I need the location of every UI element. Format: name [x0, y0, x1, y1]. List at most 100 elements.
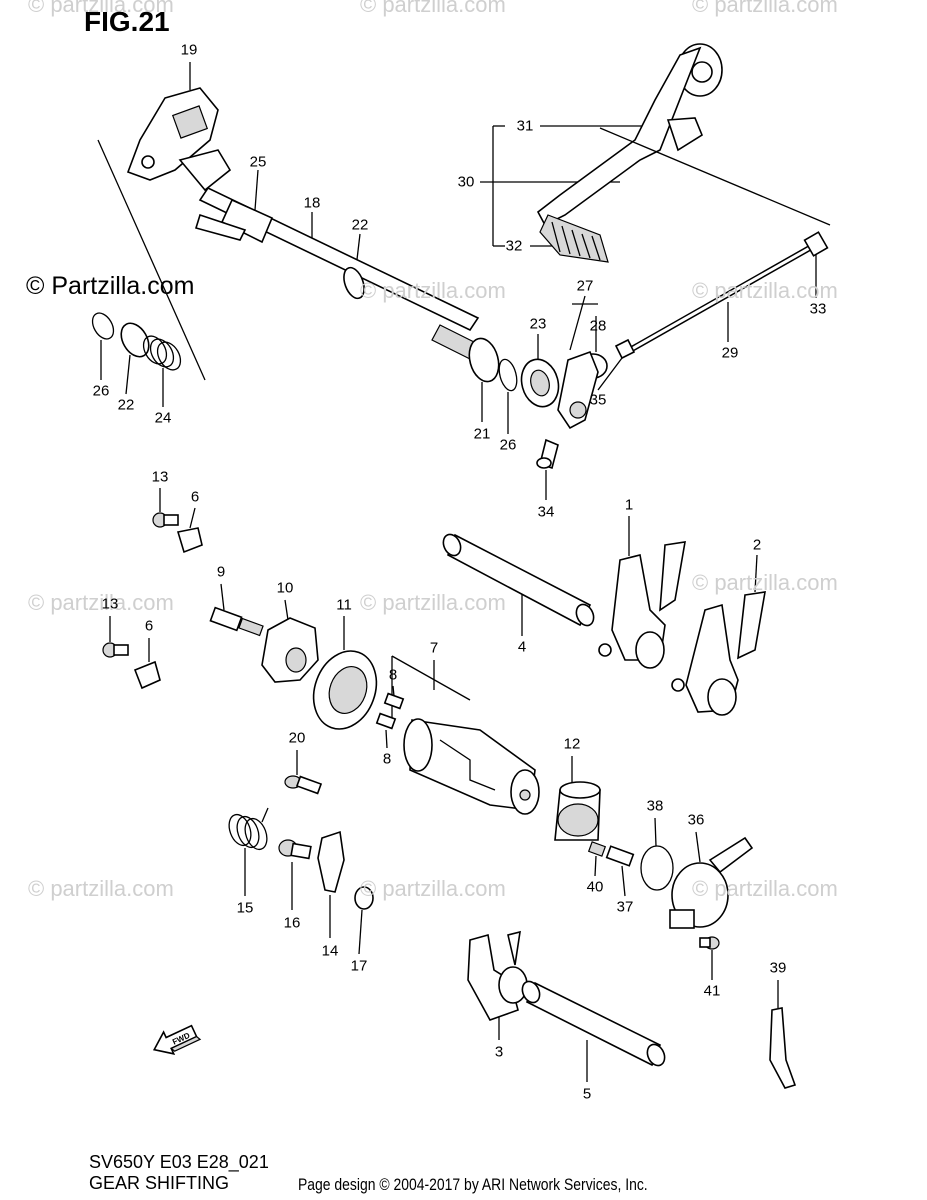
shift-fork-2: [671, 591, 766, 716]
callout-15: 15: [236, 899, 254, 917]
shift-fork-1: [598, 541, 686, 669]
callout-26: 26: [92, 382, 110, 400]
watermark-row2-center: © partzilla.com: [360, 590, 506, 615]
bolt-34: [536, 438, 559, 470]
callout-21: 21: [473, 425, 491, 443]
shift-rod-29: [614, 231, 829, 360]
leader-17: [358, 909, 363, 955]
pin-8-upper: [383, 692, 405, 710]
watermark-row2-left: © partzilla.com: [28, 590, 174, 615]
watermark-row2-right: © partzilla.com: [692, 570, 838, 595]
callout-33: 33: [809, 300, 827, 318]
callout-8: 8: [382, 750, 392, 768]
callout-24: 24: [154, 409, 172, 427]
callout-13: 13: [151, 468, 169, 486]
callout-2: 2: [752, 536, 762, 554]
bolt-16: [278, 839, 312, 860]
bolt-13-upper: [152, 512, 179, 528]
watermark-row3-left: © partzilla.com: [28, 876, 174, 901]
callout-6: 6: [144, 617, 154, 635]
callout-22: 22: [351, 216, 369, 234]
leader-25: [254, 169, 259, 211]
callout-38: 38: [646, 797, 664, 815]
callout-7: 7: [429, 639, 439, 657]
callout-11: 11: [336, 596, 352, 614]
gearshift-pedal-30: [536, 43, 723, 227]
leader-22: [125, 354, 131, 395]
diagram-code: SV650Y E03 E28_021: [89, 1152, 269, 1172]
pin-8-lower: [375, 712, 397, 730]
callout-35: 35: [589, 391, 607, 409]
washer-17: [354, 886, 374, 910]
watermark-mid-right: © partzilla.com: [692, 278, 838, 303]
pin-37: [605, 845, 635, 867]
spring-24: [142, 335, 182, 371]
callout-3: 3: [494, 1043, 504, 1061]
leader-27: [569, 295, 586, 351]
washer-21: [468, 337, 500, 383]
callout-20: 20: [288, 729, 306, 747]
gearshift-shaft-18: [194, 186, 481, 361]
pin-9: [209, 606, 264, 637]
callout-19: 19: [180, 41, 198, 59]
shift-fork-3: [467, 930, 528, 1021]
callout-9: 9: [216, 563, 226, 581]
section-title: GEAR SHIFTING: [89, 1173, 230, 1193]
pedal-rubber-32: [539, 214, 609, 263]
circlip-26-left: [91, 312, 115, 340]
plate-6-lower: [133, 660, 161, 690]
leader-2: [754, 554, 758, 593]
leader-37: [621, 865, 626, 897]
callout-29: 29: [721, 344, 739, 362]
cam-gear-10: [261, 617, 319, 683]
bolt-13-lower: [102, 642, 129, 658]
washer-22-upper: [343, 266, 365, 300]
circlip-26-upper: [498, 358, 518, 392]
callout-1: 1: [624, 496, 634, 514]
callout-25: 25: [249, 153, 267, 171]
callout-28: 28: [589, 317, 607, 335]
bearing-11: [312, 650, 378, 730]
leader-40: [594, 855, 597, 877]
callout-31: 31: [516, 117, 534, 135]
callout-27: 27: [576, 277, 594, 295]
plate-6-upper: [176, 527, 203, 554]
shift-lever-19: [126, 87, 232, 192]
leader-lines: [100, 62, 817, 1082]
watermark-row3-center: © partzilla.com: [360, 876, 506, 901]
leader-38: [654, 817, 657, 847]
o-ring-38: [640, 845, 674, 891]
callout-34: 34: [537, 503, 555, 521]
gear-position-switch-36: [669, 836, 754, 929]
watermark-top-right: © partzilla.com: [692, 0, 838, 17]
fwd-arrow-icon: FWD: [152, 1024, 202, 1055]
spring-15: [228, 807, 269, 851]
pin-20: [284, 775, 323, 795]
callout-4: 4: [517, 638, 527, 656]
partzilla-watermark: © Partzilla.com: [26, 272, 195, 300]
leader-10: [284, 599, 289, 621]
watermark-row3-right: © partzilla.com: [692, 876, 838, 901]
spring-40: [587, 841, 607, 857]
callout-23: 23: [529, 315, 547, 333]
fork-shaft-5: [521, 980, 666, 1067]
callout-26: 26: [499, 436, 517, 454]
screw-41: [699, 936, 720, 950]
leader-9: [220, 583, 225, 611]
figure-title: FIG.21: [84, 6, 170, 37]
leader-8: [385, 729, 388, 749]
callout-18: 18: [303, 194, 321, 212]
callout-22: 22: [117, 396, 135, 414]
gearshift-cam-7: [403, 718, 540, 815]
leader-6: [189, 507, 196, 529]
callout-10: 10: [276, 579, 294, 597]
watermark-mid-center: © partzilla.com: [360, 278, 506, 303]
callout-17: 17: [350, 957, 368, 975]
callout-5: 5: [582, 1085, 592, 1103]
callout-32: 32: [505, 237, 523, 255]
callout-37: 37: [616, 898, 634, 916]
callout-30: 30: [457, 173, 475, 191]
watermark-top-center: © partzilla.com: [360, 0, 506, 17]
callout-12: 12: [563, 735, 581, 753]
page-credit: Page design © 2004-2017 by ARI Network S…: [298, 1175, 648, 1194]
